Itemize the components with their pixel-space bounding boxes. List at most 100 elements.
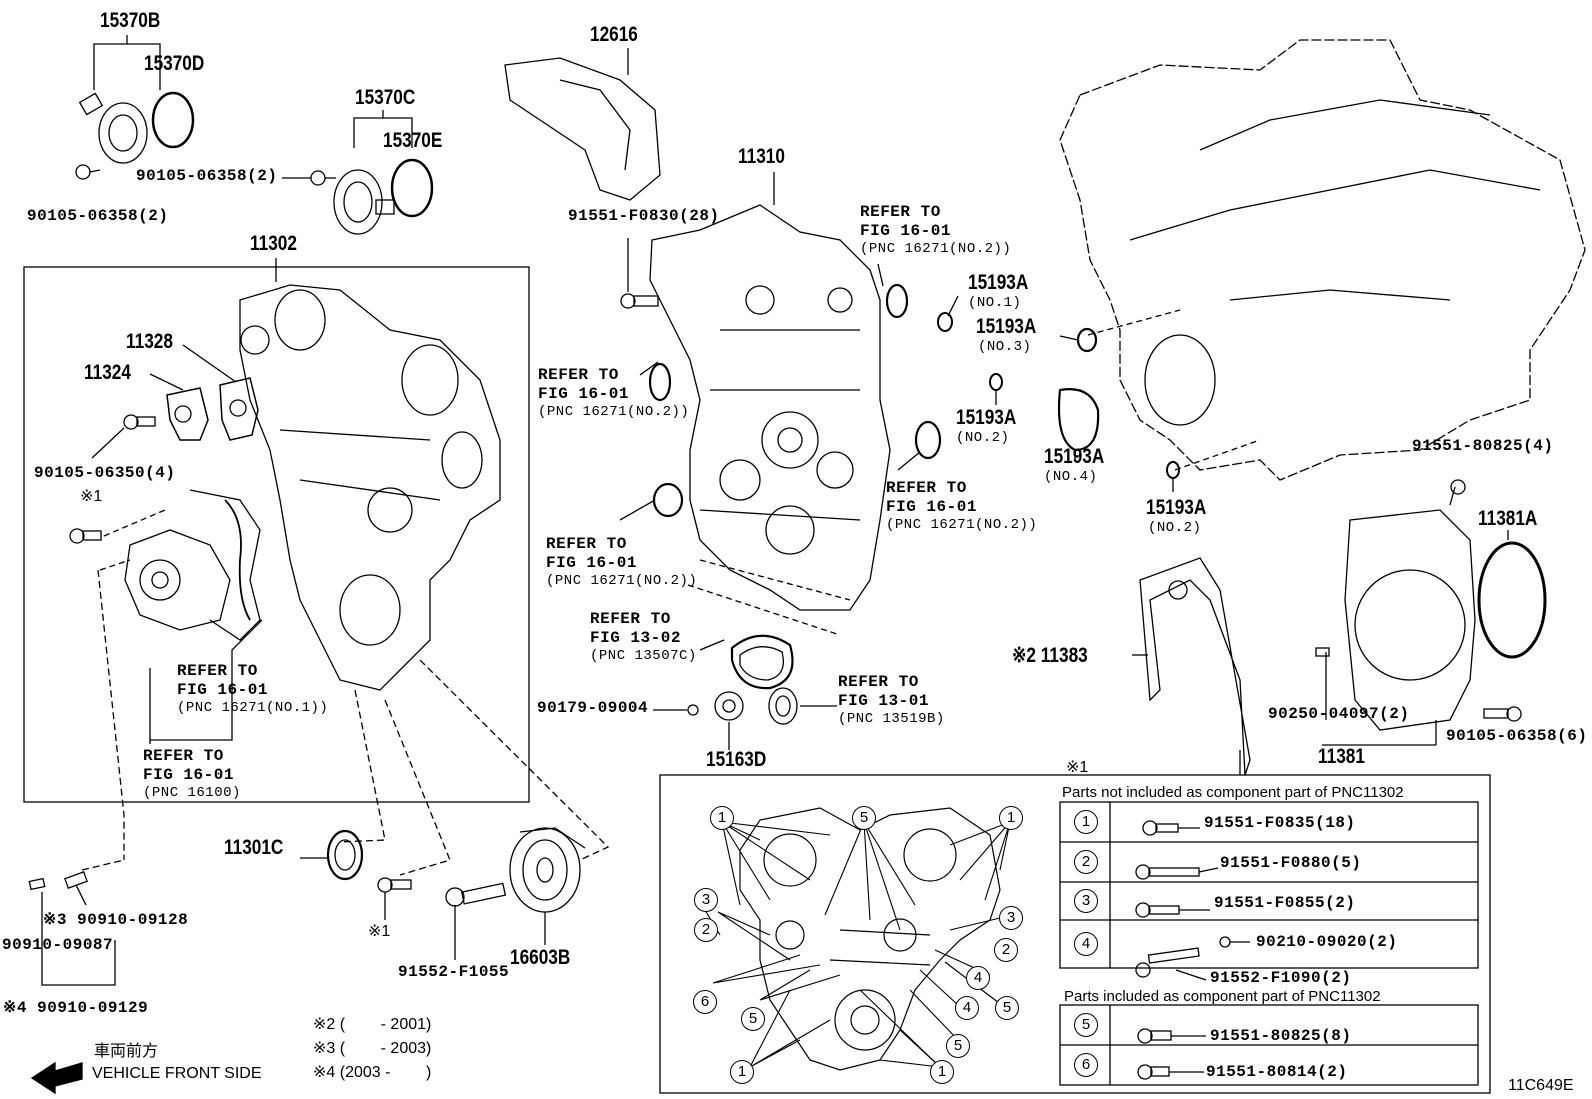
inset-callout: 5	[946, 1034, 970, 1058]
timing-cover-11310	[649, 204, 891, 611]
note-mark-1: ※1	[80, 488, 103, 505]
baffle-12616	[504, 57, 661, 201]
label-bolt-90105-f: 90105-06358(6)	[1446, 727, 1588, 745]
label-11381a: 11381A	[1478, 507, 1538, 530]
sensor-15370c	[282, 158, 434, 235]
label-11310: 11310	[738, 145, 785, 168]
label-11328: 11328	[126, 330, 173, 353]
refer-block-4: REFER TO FIG 16-01 (PNC 16271(NO.2))	[546, 536, 697, 588]
refer-8-line2: FIG 16-01	[143, 766, 234, 784]
refer-6-line1: REFER TO	[838, 673, 919, 691]
bolt-91551-f0830	[620, 293, 659, 309]
refer-4-line2: FIG 16-01	[546, 554, 637, 572]
refer-2-line1: REFER TO	[538, 366, 619, 384]
front-arrow-icon	[30, 1061, 83, 1095]
refer-8-line3: (PNC 16100)	[143, 785, 241, 801]
label-no2b: (NO.2)	[1148, 520, 1202, 536]
refer-1-line3: (PNC 16271(NO.2))	[860, 241, 1012, 257]
table-row-num: 2	[1074, 850, 1098, 874]
table-part: 91551-80825(8)	[1210, 1027, 1352, 1045]
label-91552-f1055: 91552-F1055	[398, 963, 510, 981]
label-11301c: 11301C	[224, 836, 284, 859]
label-15370c: 15370C	[355, 86, 416, 109]
inset-leaders	[704, 821, 1011, 1068]
footnote-2: ※2 ( - 2001)	[313, 1016, 432, 1033]
refer-8-line1: REFER TO	[143, 747, 224, 765]
note-mark-1b: ※1	[368, 923, 391, 940]
table-row-num: 5	[1074, 1013, 1098, 1037]
figure-code: 11C649E	[1508, 1077, 1574, 1094]
refer-block-5: REFER TO FIG 13-02 (PNC 13507C)	[590, 611, 697, 663]
refer-7-line3: (PNC 16271(NO.1))	[177, 700, 329, 716]
refer-7-line2: FIG 16-01	[177, 681, 268, 699]
water-pump	[124, 529, 231, 631]
oil-seal-11381a	[1477, 541, 1547, 659]
refer-4-line1: REFER TO	[546, 535, 627, 553]
label-11302: 11302	[250, 232, 297, 255]
table-row-num: 1	[1074, 810, 1098, 834]
refer-5-line3: (PNC 13507C)	[590, 648, 697, 664]
inset-callout: 5	[852, 806, 876, 830]
label-bolt-91551-80825: 91551-80825(4)	[1412, 437, 1554, 455]
label-11324: 11324	[84, 361, 131, 384]
label-15370b: 15370B	[100, 9, 161, 32]
label-pin-90250: 90250-04097(2)	[1268, 705, 1410, 723]
label-bolt-91551-f0830: 91551-F0830(28)	[568, 207, 720, 225]
inset-callout: 1	[999, 806, 1023, 830]
label-bolt-90105-c: 90105-06350(4)	[34, 464, 176, 482]
refer-block-1: REFER TO FIG 16-01 (PNC 16271(NO.2))	[860, 204, 1011, 256]
label-15193a-no3: 15193A	[976, 315, 1037, 338]
label-no2a: (NO.2)	[956, 430, 1010, 446]
label-no1: (NO.1)	[968, 295, 1022, 311]
refer-4-line3: (PNC 16271(NO.2))	[546, 573, 698, 589]
label-15370e: 15370E	[383, 129, 443, 152]
sprocket-15163d	[714, 691, 744, 721]
label-15193a-no2a: 15193A	[956, 406, 1017, 429]
refer-1-line1: REFER TO	[860, 203, 941, 221]
inset-callout: 4	[955, 996, 979, 1020]
refer-block-2: REFER TO FIG 16-01 (PNC 16271(NO.2))	[538, 367, 689, 419]
inset-callout: 3	[999, 906, 1023, 930]
table-part: 91551-F0880(5)	[1220, 854, 1362, 872]
refer-2-line2: FIG 16-01	[538, 385, 629, 403]
label-12616: 12616	[590, 23, 638, 46]
inset-callout: 6	[693, 990, 717, 1014]
inset-callout: 2	[694, 918, 718, 942]
gasket-11328	[219, 377, 259, 441]
label-15193a-no4: 15193A	[1044, 445, 1105, 468]
front-label-en: VEHICLE FRONT SIDE	[92, 1065, 262, 1082]
refer-3-line3: (PNC 16271(NO.2))	[886, 517, 1038, 533]
table-row-num: 6	[1074, 1053, 1098, 1077]
inset-callout: 3	[694, 888, 718, 912]
label-bolt-90105-b: 90105-06358(2)	[27, 207, 169, 225]
table-part: 91551-80814(2)	[1206, 1063, 1348, 1081]
label-no3: (NO.3)	[978, 339, 1032, 355]
gasket-11383	[1139, 557, 1251, 776]
inset-callout: 1	[930, 1060, 954, 1084]
footnote-3: ※3 ( - 2003)	[313, 1040, 432, 1057]
table-header-not-included: Parts not included as component part of …	[1062, 784, 1404, 801]
table-part: 91551-F0835(18)	[1204, 814, 1356, 832]
refer-block-3: REFER TO FIG 16-01 (PNC 16271(NO.2))	[886, 480, 1037, 532]
inset-callout: 5	[741, 1007, 765, 1031]
seal-13519b	[768, 687, 798, 725]
idler-pulley-16603b	[509, 827, 586, 913]
label-11383: ※2 11383	[1012, 644, 1088, 667]
gasket-11324	[166, 387, 209, 441]
refer-block-6: REFER TO FIG 13-01 (PNC 13519B)	[838, 674, 945, 726]
note-mark-1-top: ※1	[1066, 759, 1089, 776]
oil-seal-11301c	[326, 829, 364, 881]
inset-callout: 2	[994, 938, 1018, 962]
assembly-box-11302	[23, 266, 530, 803]
table-part: 91551-F0855(2)	[1214, 894, 1356, 912]
inset-callout: 5	[995, 996, 1019, 1020]
refer-3-line1: REFER TO	[886, 479, 967, 497]
table-top-frame	[1059, 801, 1479, 969]
sensor-15370b	[75, 91, 195, 180]
refer-5-line2: FIG 13-02	[590, 629, 681, 647]
refer-3-line2: FIG 16-01	[886, 498, 977, 516]
inset-cover-drawing	[739, 807, 1001, 1071]
label-15193a-no1: 15193A	[968, 271, 1029, 294]
